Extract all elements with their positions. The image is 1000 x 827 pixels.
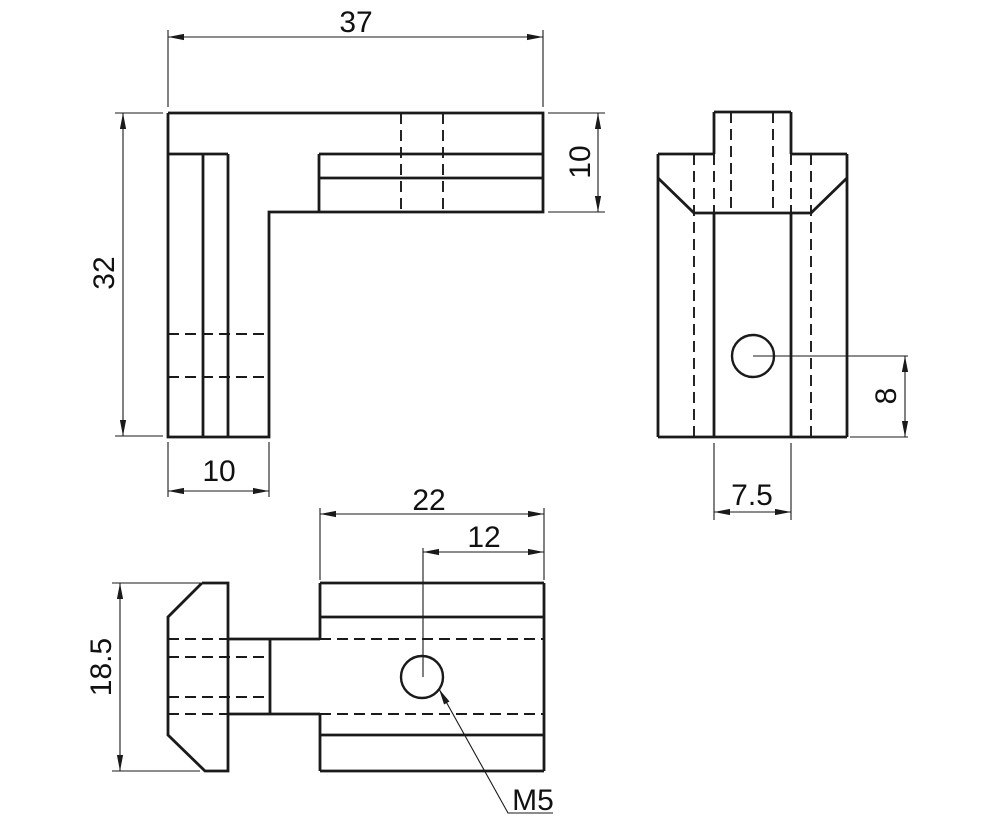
dimension-10: 10 (167, 442, 270, 497)
dimension-arrowhead (594, 196, 602, 212)
dimension-37: 37 (167, 6, 544, 107)
dimension-arrowhead (439, 689, 450, 705)
dimension-18.5: 18.5 (85, 582, 200, 772)
dimension-22: 22 (319, 484, 545, 580)
dimension-arrowhead (253, 487, 269, 495)
dimension-label-12: 12 (467, 521, 500, 554)
side-view-edge (810, 176, 848, 215)
bottom-view (166, 581, 546, 773)
dimension-arrowhead (168, 33, 184, 41)
dimension-arrowhead (168, 487, 184, 495)
bottom-view-outline (166, 581, 230, 773)
dimension-arrowhead (423, 548, 439, 556)
dimension-label-32: 32 (88, 256, 121, 289)
side-view (656, 110, 849, 439)
dimension-arrowhead (714, 508, 730, 516)
dimension-label-37: 37 (339, 6, 372, 39)
dimension-label-22: 22 (412, 484, 445, 517)
leader-line (438, 688, 553, 814)
dimension-32: 32 (88, 112, 163, 437)
bottom-view-hole-circle (399, 654, 445, 700)
dimension-arrowhead (119, 420, 127, 436)
dimension-arrowhead (116, 583, 124, 599)
dimension-arrowhead (901, 356, 909, 372)
dimension-arrowhead (116, 755, 124, 771)
callout-label-M5: M5 (512, 784, 554, 817)
dimension-8: 8 (753, 355, 909, 438)
front-view (166, 111, 545, 439)
side-view-edge (657, 176, 695, 215)
dimension-arrowhead (775, 508, 791, 516)
dimension-arrowhead (528, 548, 544, 556)
front-view-outline (166, 111, 545, 439)
dimension-10: 10 (548, 112, 605, 213)
dimension-label-8: 8 (870, 388, 903, 405)
dimension-label-7.5: 7.5 (731, 479, 773, 512)
dimension-label-10: 10 (202, 455, 235, 488)
callout-M5: M5 (438, 688, 554, 817)
dimension-arrowhead (527, 33, 543, 41)
dimension-label-10: 10 (564, 145, 597, 178)
dimension-7.5: 7.5 (713, 443, 792, 520)
dimension-arrowhead (594, 113, 602, 129)
dimension-arrowhead (320, 510, 336, 518)
dimension-arrowhead (901, 421, 909, 437)
dimension-arrowhead (119, 113, 127, 129)
dimension-label-18.5: 18.5 (85, 638, 118, 696)
dimension-arrowhead (528, 510, 544, 518)
dimension-12: 12 (422, 521, 544, 677)
